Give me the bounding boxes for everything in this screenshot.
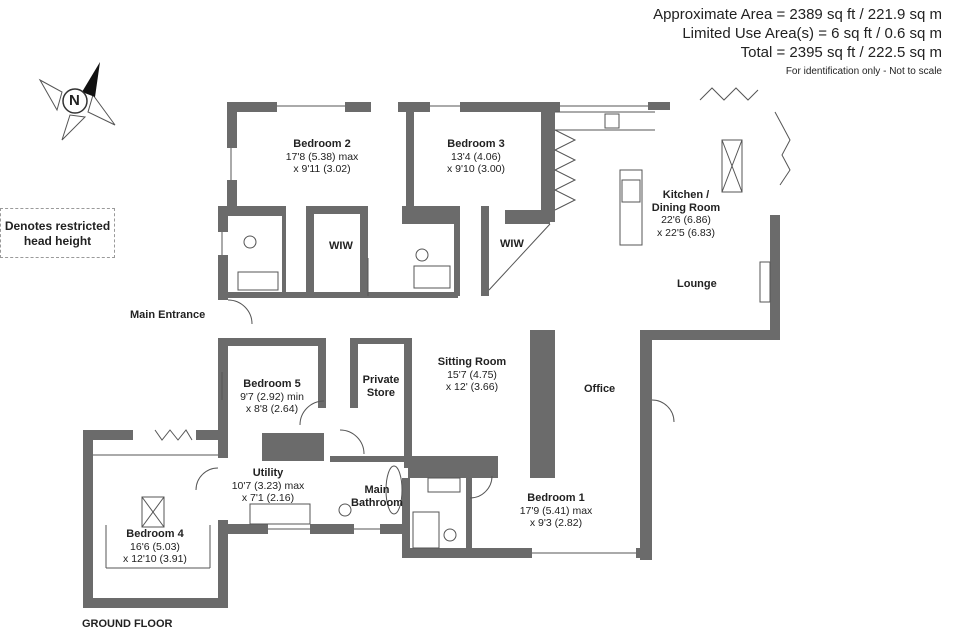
- room-main-bathroom: Main Bathroom: [351, 484, 403, 509]
- limited-area-text: Limited Use Area(s) = 6 sq ft / 0.6 sq m: [682, 25, 942, 42]
- room-name: Bedroom 3: [447, 138, 505, 150]
- room-dim-1: 17'8 (5.38) max: [285, 150, 359, 163]
- label-wiw-right: WIW: [500, 238, 524, 250]
- room-dim-1: 13'4 (4.06): [451, 150, 501, 163]
- room-name: Bedroom 4: [126, 528, 184, 540]
- room-dim-1: 15'7 (4.75): [447, 368, 497, 381]
- room-sitting-room: Sitting Room 15'7 (4.75) x 12' (3.66): [438, 356, 506, 394]
- restricted-height-legend: Denotes restricted head height: [0, 208, 115, 258]
- room-name-2: Store: [366, 386, 396, 399]
- room-name-2: Dining Room: [651, 201, 721, 214]
- room-name-1: Main: [364, 484, 390, 496]
- room-name: Bedroom 2: [293, 138, 351, 150]
- room-dim-2: x 9'3 (2.82): [529, 517, 583, 529]
- total-area-text: Total = 2395 sq ft / 222.5 sq m: [740, 44, 942, 61]
- room-dim-2: x 12'10 (3.91): [123, 553, 187, 565]
- room-kitchen-dining: Kitchen / Dining Room 22'6 (6.86) x 22'5…: [652, 189, 720, 239]
- room-dim-1: 10'7 (3.23) max: [231, 479, 305, 492]
- room-bedroom-4: Bedroom 4 16'6 (5.03) x 12'10 (3.91): [123, 528, 187, 566]
- room-dim-2: x 9'10 (3.00): [446, 163, 506, 175]
- label-office: Office: [584, 383, 616, 395]
- room-bedroom-1: Bedroom 1 17'9 (5.41) max x 9'3 (2.82): [520, 492, 593, 530]
- room-bedroom-2: Bedroom 2 17'8 (5.38) max x 9'11 (3.02): [286, 138, 359, 176]
- room-dim-2: x 9'11 (3.02): [293, 163, 351, 175]
- floor-label: GROUND FLOOR: [82, 618, 173, 630]
- thin-lines: [93, 87, 791, 569]
- label-wiw-left: WIW: [329, 240, 353, 252]
- room-dim-2: x 12' (3.66): [445, 381, 499, 393]
- room-name: Utility: [252, 467, 284, 479]
- room-name-2: Bathroom: [351, 496, 403, 509]
- room-dim-1: 22'6 (6.86): [661, 214, 711, 226]
- legend-line-2: head height: [23, 234, 92, 248]
- room-dim-1: 9'7 (2.92) min: [240, 390, 304, 403]
- compass-north-icon: [38, 62, 116, 141]
- room-dim-2: x 8'8 (2.64): [245, 403, 299, 415]
- compass-letter: N: [69, 92, 80, 109]
- room-utility: Utility 10'7 (3.23) max x 7'1 (2.16): [232, 467, 305, 505]
- room-name-1: Private: [362, 374, 400, 386]
- legend-line-1: Denotes restricted: [4, 219, 111, 233]
- room-name-1: Kitchen /: [662, 189, 710, 201]
- room-private-store: Private Store: [363, 374, 400, 399]
- room-dim-1: 16'6 (5.03): [130, 540, 180, 553]
- approx-area-text: Approximate Area = 2389 sq ft / 221.9 sq…: [653, 6, 942, 23]
- room-dim-1: 17'9 (5.41) max: [519, 504, 593, 517]
- room-name: Bedroom 5: [243, 378, 301, 390]
- disclaimer-text: For identification only - Not to scale: [785, 66, 942, 77]
- room-name: Sitting Room: [437, 356, 507, 368]
- room-bedroom-3: Bedroom 3 13'4 (4.06) x 9'10 (3.00): [447, 138, 505, 176]
- label-main-entrance: Main Entrance: [130, 309, 206, 321]
- room-bedroom-5: Bedroom 5 9'7 (2.92) min x 8'8 (2.64): [240, 378, 304, 416]
- room-dim-2: x 7'1 (2.16): [241, 492, 295, 504]
- label-lounge: Lounge: [677, 278, 717, 290]
- walls: [83, 102, 780, 608]
- room-name: Bedroom 1: [527, 492, 585, 504]
- room-dim-2: x 22'5 (6.83): [656, 226, 716, 239]
